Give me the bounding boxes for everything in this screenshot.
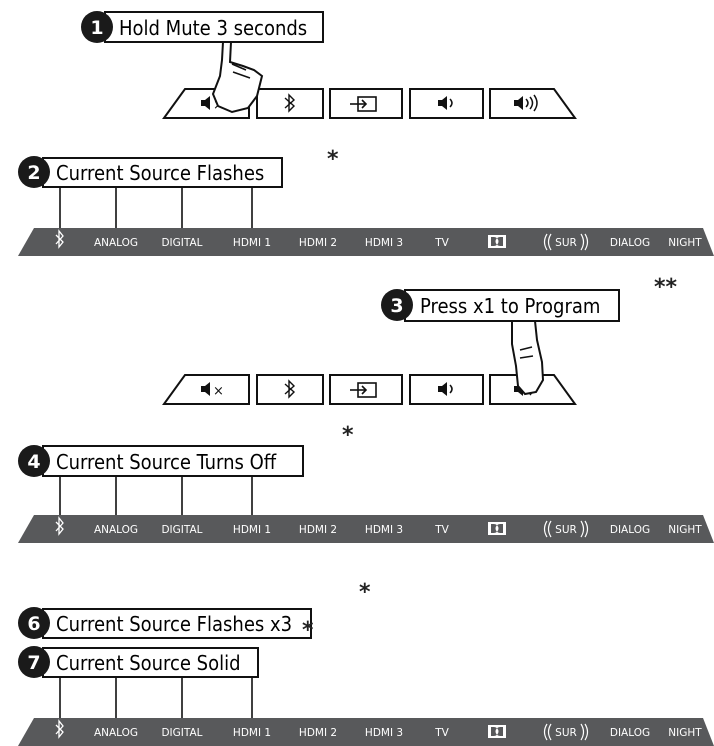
svg-text:×: × [213,384,224,399]
source-label-night: NIGHT [668,237,702,249]
source-label-hdmi-3: HDMI 3 [365,727,403,739]
dolby-icon [488,235,506,248]
remote-button-row-2: × [164,375,575,404]
step-2-callout: 2 Current Source Flashes [18,156,282,188]
step-3-text: Press x1 to Program [420,294,600,318]
source-label-hdmi-3: HDMI 3 [365,524,403,536]
asterisk: * [327,147,339,172]
dolby-icon [488,725,506,738]
source-label-digital: DIGITAL [161,524,202,536]
source-label-hdmi-1: HDMI 1 [233,237,271,249]
step-4-callout: 4 Current Source Turns Off [18,445,303,477]
step-3-callout: 3 Press x1 to Program [381,289,619,321]
source-label-dialog: DIALOG [610,524,650,536]
source-label-hdmi-3: HDMI 3 [365,237,403,249]
source-label-dialog: DIALOG [610,727,650,739]
source-label-tv: TV [434,524,449,536]
source-label-analog: ANALOG [94,237,138,249]
step-6-callout: 6 Current Source Flashes x3 * [18,607,314,643]
source-label-sur: SUR [555,524,577,536]
source-label-digital: DIGITAL [161,727,202,739]
step-4-number: 4 [27,451,40,473]
source-label-analog: ANALOG [94,524,138,536]
finger-press-mute-icon [213,42,262,112]
source-label-sur: SUR [555,727,577,739]
dolby-icon [488,522,506,535]
step-6-number: 6 [27,613,40,635]
source-bar-1: ANALOG DIGITAL HDMI 1 HDMI 2 HDMI 3 TV SUR DIAL… [18,228,714,256]
step-2-text: Current Source Flashes [56,161,264,185]
source-label-tv: TV [434,727,449,739]
asterisk: * [342,423,354,448]
step-2-number: 2 [27,162,40,184]
step-7-number: 7 [27,652,40,674]
source-bar-3: ANALOG DIGITAL HDMI 1 HDMI 2 HDMI 3 TV SUR DIAL… [18,718,714,746]
source-label-dialog: DIALOG [610,237,650,249]
source-label-analog: ANALOG [94,727,138,739]
step-7-text: Current Source Solid [56,651,241,675]
step-3-number: 3 [390,295,403,317]
source-label-digital: DIGITAL [161,237,202,249]
source-label-tv: TV [434,237,449,249]
step-1-text: Hold Mute 3 seconds [119,16,307,40]
source-label-hdmi-2: HDMI 2 [299,237,337,249]
source-label-hdmi-1: HDMI 1 [233,727,271,739]
source-label-hdmi-1: HDMI 1 [233,524,271,536]
step-6-text: Current Source Flashes x3 [56,612,292,636]
source-label-night: NIGHT [668,727,702,739]
source-label-hdmi-2: HDMI 2 [299,727,337,739]
step-1-callout: 1 Hold Mute 3 seconds [81,11,323,43]
step-4-text: Current Source Turns Off [56,450,277,474]
double-asterisk: ** [654,275,678,300]
source-bar-2: ANALOG DIGITAL HDMI 1 HDMI 2 HDMI 3 TV SUR DIAL… [18,515,714,543]
step-1-number: 1 [90,17,103,39]
source-label-hdmi-2: HDMI 2 [299,524,337,536]
source-label-night: NIGHT [668,524,702,536]
asterisk: * [359,580,371,605]
asterisk: * [302,618,314,643]
source-label-sur: SUR [555,237,577,249]
step-7-callout: 7 Current Source Solid [18,646,258,678]
